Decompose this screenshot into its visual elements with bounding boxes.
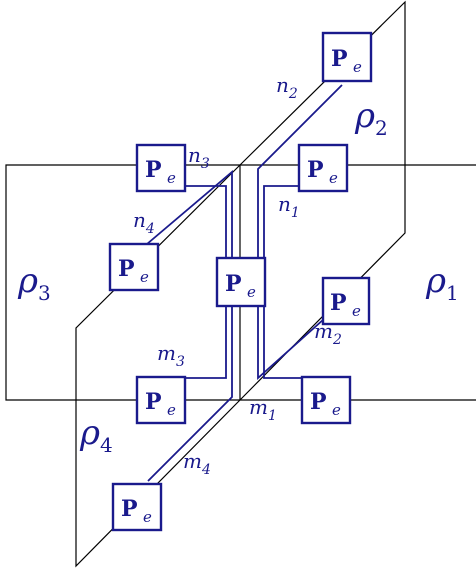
wire-label-n1: n1 [278, 192, 300, 221]
operator-box-top: P e [321, 31, 373, 83]
operator-symbol: P [225, 271, 242, 297]
operator-subscript: e [143, 508, 152, 526]
plane-rho1-outline [240, 164, 476, 401]
operator-box-n1: P e [297, 143, 349, 193]
operator-symbol: P [145, 157, 162, 183]
operator-box-center: P e [215, 256, 267, 308]
wire-label-n3: n3 [188, 143, 210, 172]
plane-rho3-outline [5, 164, 240, 401]
plane-label-rho2: ρ2 [354, 96, 388, 140]
operator-box-bottom: P e [111, 482, 163, 532]
operator-subscript: e [167, 401, 176, 419]
wire-m1 [263, 306, 304, 379]
wire-m3 [181, 306, 227, 379]
wire-label-m1: m1 [249, 395, 277, 424]
operator-symbol: P [307, 157, 324, 183]
operator-box-m1: P e [300, 375, 352, 425]
operator-subscript: e [140, 268, 149, 286]
wire-n3 [181, 185, 227, 258]
operator-subscript: e [247, 283, 256, 301]
wire-labels: n2 n3 n1 n4 m2 m3 m1 m4 [133, 73, 342, 478]
operator-subscript: e [167, 169, 176, 187]
wire-n1 [263, 185, 306, 258]
wire-label-m2: m2 [314, 319, 342, 348]
operator-boxes: P e P e P e P e P e P e P [108, 31, 373, 532]
operator-symbol: P [330, 290, 347, 316]
wires [146, 84, 343, 482]
operator-box-n3: P e [135, 143, 187, 193]
wire-n4 [146, 170, 233, 258]
operator-box-n4: P e [108, 242, 160, 292]
operator-symbol: P [331, 46, 348, 72]
operator-subscript: e [353, 58, 362, 76]
operator-symbol: P [118, 256, 135, 282]
operator-box-m2: P e [321, 276, 371, 326]
wire-n2 [257, 84, 343, 258]
wire-label-m3: m3 [157, 341, 185, 370]
wire-m4 [147, 306, 233, 482]
plane-labels: ρ2 ρ3 ρ1 ρ4 [17, 96, 459, 457]
wire-label-m4: m4 [183, 449, 211, 478]
operator-subscript: e [332, 401, 341, 419]
operator-symbol: P [145, 389, 162, 415]
operator-subscript: e [352, 302, 361, 320]
operator-symbol: P [310, 389, 327, 415]
wire-label-n2: n2 [276, 73, 298, 102]
operator-symbol: P [121, 496, 138, 522]
plane-label-rho4: ρ4 [79, 413, 113, 457]
operator-subscript: e [329, 169, 338, 187]
wire-m2 [257, 306, 325, 381]
wire-label-n4: n4 [133, 208, 155, 237]
plane-label-rho3: ρ3 [17, 261, 51, 305]
operator-box-m3: P e [135, 375, 187, 425]
plane-label-rho1: ρ1 [425, 261, 459, 305]
